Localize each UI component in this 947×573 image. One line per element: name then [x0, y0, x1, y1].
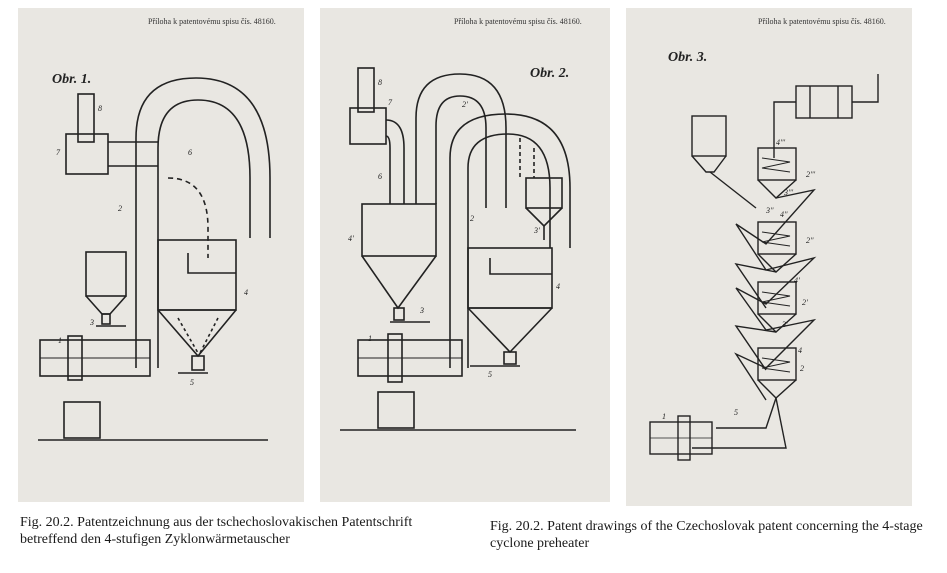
label-8: 8 — [378, 78, 382, 87]
label-2-prime: 2' — [802, 298, 808, 307]
label-5: 5 — [190, 378, 194, 387]
figure-label: Obr. 1. — [52, 72, 92, 87]
label-4-prime: 4' — [794, 276, 800, 285]
label-3: 3 — [420, 306, 424, 315]
label-7: 7 — [56, 148, 60, 157]
label-6: 6 — [378, 172, 382, 181]
label-5: 5 — [734, 408, 738, 417]
label-6: 6 — [188, 148, 192, 157]
patent-drawing-obr-3: Příloha k patentovému spisu čís. 48160. … — [626, 8, 912, 506]
panel-header: Příloha k patentovému spisu čís. 48160. — [454, 17, 582, 26]
label-4: 4 — [556, 282, 560, 291]
label-1: 1 — [368, 334, 372, 343]
label-2-triple-prime: 2''' — [806, 170, 816, 179]
label-3: 3 — [90, 318, 94, 327]
label-4: 4 — [798, 346, 802, 355]
label-3-prime: 3' — [534, 226, 540, 235]
label-4-triple-prime: 4''' — [776, 138, 786, 147]
label-2: 2 — [800, 364, 804, 373]
label-5: 5 — [488, 370, 492, 379]
label-2: 2 — [118, 204, 122, 213]
label-4-double-prime: 4'' — [780, 210, 788, 219]
label-2-double-prime: 2'' — [806, 236, 814, 245]
label-4: 4 — [244, 288, 248, 297]
label-1: 1 — [662, 412, 666, 421]
label-2-prime: 2' — [462, 100, 468, 109]
caption-german: Fig. 20.2. Patentzeichnung aus der tsche… — [20, 515, 413, 547]
panel-header: Příloha k patentovému spisu čís. 48160. — [148, 17, 276, 26]
drawing-obr-2 — [340, 67, 576, 431]
patent-drawing-obr-1: Příloha k patentovému spisu čís. 48160. … — [18, 8, 304, 502]
label-8: 8 — [98, 104, 102, 113]
label-2: 2 — [470, 214, 474, 223]
caption-english: Fig. 20.2. Patent drawings of the Czecho… — [490, 519, 923, 551]
drawing-obr-3 — [649, 74, 879, 461]
label-7: 7 — [388, 98, 392, 107]
figure-label: Obr. 3. — [668, 50, 708, 65]
label-3-triple-prime: 3''' — [784, 188, 794, 197]
label-1: 1 — [58, 336, 62, 345]
label-3-double-prime: 3'' — [766, 206, 774, 215]
drawing-obr-1 — [38, 77, 271, 441]
panel-header: Příloha k patentovému spisu čís. 48160. — [758, 17, 886, 26]
figure-label: Obr. 2. — [530, 66, 570, 81]
patent-drawing-obr-2: Příloha k patentovému spisu čís. 48160. … — [320, 8, 610, 502]
label-3-prime: 3' — [782, 320, 788, 329]
label-4-prime: 4' — [348, 234, 354, 243]
